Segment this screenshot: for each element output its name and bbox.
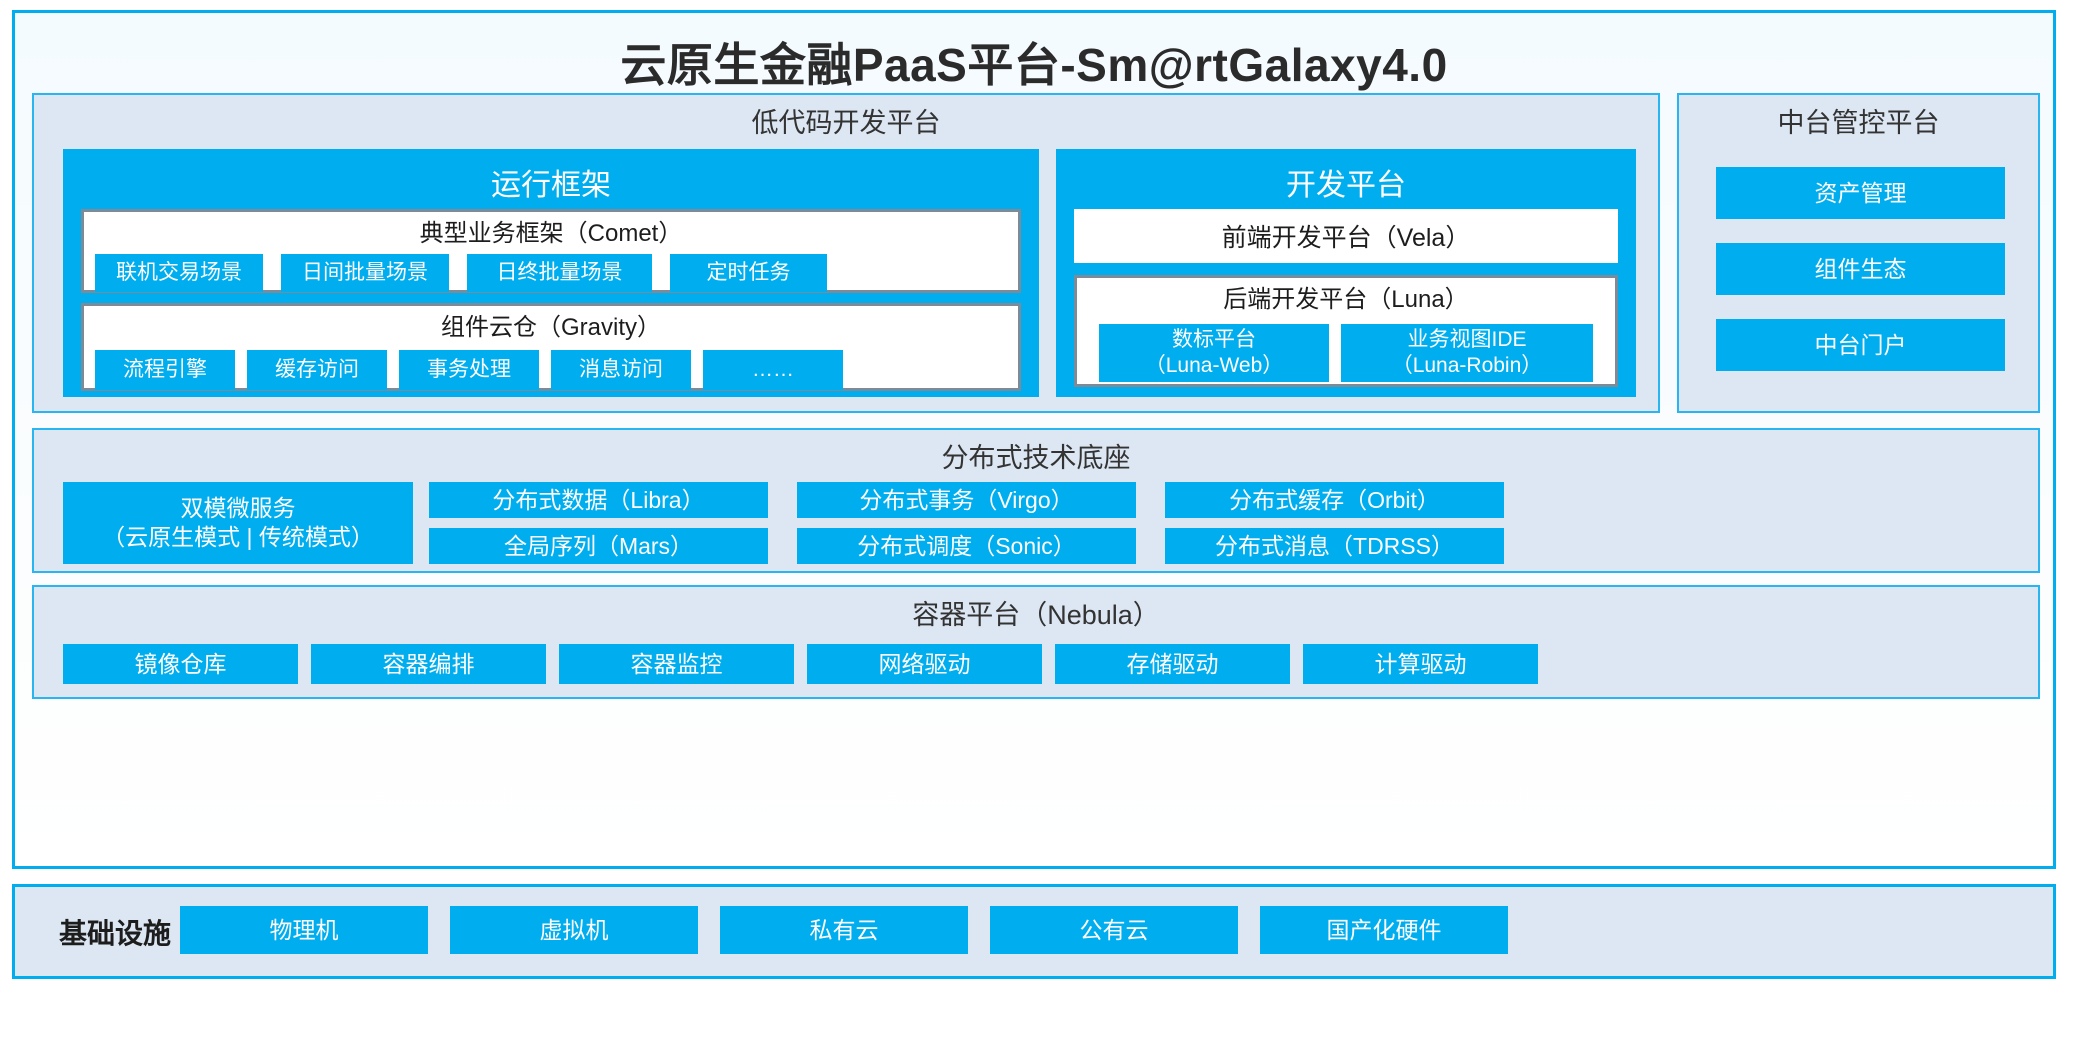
- midplatform-item-label: 中台门户: [1814, 331, 1907, 358]
- comet-item-intraday-batch[interactable]: 日间批量场景: [281, 254, 449, 292]
- midplatform-item-component-ecology[interactable]: 组件生态: [1716, 243, 2005, 295]
- distributed-item-label: 分布式消息（TDRSS）: [1215, 532, 1454, 559]
- midplatform-item-asset-management[interactable]: 资产管理: [1716, 167, 2005, 219]
- infrastructure-item-label: 公有云: [1079, 916, 1149, 943]
- comet-item-online-trade[interactable]: 联机交易场景: [95, 254, 263, 292]
- container-item-label: 网络驱动: [878, 650, 971, 677]
- distributed-item-libra[interactable]: 分布式数据（Libra）: [429, 482, 768, 518]
- backend-item-line1: 数标平台: [1172, 327, 1256, 351]
- frontend-dev-platform-box[interactable]: 前端开发平台（Vela）: [1074, 209, 1618, 263]
- midplatform-panel: 中台管控平台 资产管理 组件生态 中台门户: [1677, 93, 2040, 413]
- platform-main-frame: 云原生金融PaaS平台-Sm@rtGalaxy4.0 低代码开发平台 运行框架 …: [12, 10, 2056, 869]
- container-item-label: 容器监控: [630, 650, 723, 677]
- gravity-item-transaction[interactable]: 事务处理: [399, 350, 539, 390]
- distributed-item-virgo[interactable]: 分布式事务（Virgo）: [797, 482, 1136, 518]
- backend-dev-platform-box: 后端开发平台（Luna） 数标平台 （Luna-Web） 业务视图IDE （Lu…: [1074, 275, 1618, 387]
- container-item-label: 存储驱动: [1126, 650, 1219, 677]
- gravity-item-label: 消息访问: [579, 357, 663, 381]
- lowcode-platform-title: 低代码开发平台: [751, 108, 941, 138]
- container-item-label: 计算驱动: [1374, 650, 1467, 677]
- comet-item-label: 日终批量场景: [496, 260, 623, 284]
- distributed-item-orbit[interactable]: 分布式缓存（Orbit）: [1165, 482, 1504, 518]
- container-item-network-driver[interactable]: 网络驱动: [807, 644, 1042, 684]
- container-item-monitoring[interactable]: 容器监控: [559, 644, 794, 684]
- distributed-item-tdrss[interactable]: 分布式消息（TDRSS）: [1165, 528, 1504, 564]
- backend-item-luna-robin[interactable]: 业务视图IDE （Luna-Robin）: [1341, 324, 1593, 382]
- backend-item-luna-web[interactable]: 数标平台 （Luna-Web）: [1099, 324, 1329, 382]
- dual-mode-line1: 双模微服务: [180, 495, 296, 522]
- midplatform-title: 中台管控平台: [1777, 108, 1940, 138]
- infrastructure-item-virtual-machine[interactable]: 虚拟机: [450, 906, 698, 954]
- infrastructure-item-public-cloud[interactable]: 公有云: [990, 906, 1238, 954]
- distributed-item-label: 全局序列（Mars）: [503, 532, 694, 559]
- container-item-compute-driver[interactable]: 计算驱动: [1303, 644, 1538, 684]
- distributed-foundation-title: 分布式技术底座: [941, 443, 1131, 473]
- gravity-title: 组件云仓（Gravity）: [440, 314, 661, 341]
- container-item-orchestration[interactable]: 容器编排: [311, 644, 546, 684]
- gravity-item-label: 流程引擎: [123, 357, 207, 381]
- infrastructure-item-domestic-hardware[interactable]: 国产化硬件: [1260, 906, 1508, 954]
- container-platform-panel: 容器平台（Nebula） 镜像仓库 容器编排 容器监控 网络驱动 存储驱动 计算…: [32, 585, 2040, 699]
- container-item-image-registry[interactable]: 镜像仓库: [63, 644, 298, 684]
- gravity-item-message-access[interactable]: 消息访问: [551, 350, 691, 390]
- distributed-item-label: 分布式缓存（Orbit）: [1229, 486, 1440, 513]
- comet-item-label: 日间批量场景: [302, 260, 428, 284]
- midplatform-item-label: 资产管理: [1814, 179, 1907, 206]
- frontend-dev-platform-label: 前端开发平台（Vela）: [1221, 224, 1471, 252]
- gravity-item-more[interactable]: ……: [703, 350, 843, 390]
- infrastructure-label: 基础设施: [59, 917, 172, 949]
- backend-item-line2: （Luna-Robin）: [1391, 354, 1543, 377]
- container-item-storage-driver[interactable]: 存储驱动: [1055, 644, 1290, 684]
- lowcode-platform-panel: 低代码开发平台 运行框架 典型业务框架（Comet） 联机交易场景 日间批量场景…: [32, 93, 1660, 413]
- gravity-item-process-engine[interactable]: 流程引擎: [95, 350, 235, 390]
- container-item-label: 镜像仓库: [134, 650, 227, 677]
- comet-item-label: 联机交易场景: [116, 260, 242, 284]
- backend-dev-platform-title: 后端开发平台（Luna）: [1223, 286, 1469, 313]
- infrastructure-item-label: 物理机: [269, 916, 339, 943]
- gravity-item-label: ……: [752, 357, 794, 381]
- comet-box: 典型业务框架（Comet） 联机交易场景 日间批量场景 日终批量场景 定时任务: [81, 209, 1021, 293]
- distributed-item-label: 分布式数据（Libra）: [492, 486, 705, 513]
- comet-title: 典型业务框架（Comet）: [419, 220, 683, 247]
- infrastructure-item-physical-machine[interactable]: 物理机: [180, 906, 428, 954]
- comet-item-eod-batch[interactable]: 日终批量场景: [467, 254, 652, 292]
- runtime-framework-title: 运行框架: [491, 169, 611, 202]
- dev-platform-title: 开发平台: [1286, 169, 1406, 202]
- midplatform-item-portal[interactable]: 中台门户: [1716, 319, 2005, 371]
- dual-mode-line2: （云原生模式 | 传统模式）: [102, 524, 374, 550]
- gravity-item-cache-access[interactable]: 缓存访问: [247, 350, 387, 390]
- backend-item-line2: （Luna-Web）: [1144, 354, 1284, 377]
- midplatform-item-label: 组件生态: [1814, 255, 1907, 282]
- infrastructure-panel: 基础设施 物理机 虚拟机 私有云 公有云 国产化硬件: [12, 884, 2056, 979]
- distributed-item-sonic[interactable]: 分布式调度（Sonic）: [797, 528, 1136, 564]
- page-title: 云原生金融PaaS平台-Sm@rtGalaxy4.0: [620, 39, 1448, 91]
- dual-mode-microservice-card[interactable]: 双模微服务 （云原生模式 | 传统模式）: [63, 482, 413, 564]
- container-item-label: 容器编排: [382, 650, 475, 677]
- gravity-item-label: 缓存访问: [275, 357, 359, 381]
- dev-platform-card: 开发平台 前端开发平台（Vela） 后端开发平台（Luna） 数标平台 （Lun…: [1056, 149, 1636, 397]
- infrastructure-item-label: 国产化硬件: [1326, 916, 1442, 943]
- distributed-item-mars[interactable]: 全局序列（Mars）: [429, 528, 768, 564]
- gravity-box: 组件云仓（Gravity） 流程引擎 缓存访问 事务处理 消息访问 ……: [81, 303, 1021, 391]
- infrastructure-item-label: 私有云: [809, 916, 879, 943]
- container-platform-title: 容器平台（Nebula）: [912, 600, 1160, 630]
- runtime-framework-card: 运行框架 典型业务框架（Comet） 联机交易场景 日间批量场景 日终批量场景 …: [63, 149, 1039, 397]
- comet-item-scheduled-task[interactable]: 定时任务: [670, 254, 827, 292]
- backend-item-line1: 业务视图IDE: [1407, 327, 1527, 351]
- comet-item-label: 定时任务: [706, 260, 791, 284]
- distributed-foundation-panel: 分布式技术底座 双模微服务 （云原生模式 | 传统模式） 分布式数据（Libra…: [32, 428, 2040, 573]
- gravity-item-label: 事务处理: [427, 357, 511, 381]
- infrastructure-item-private-cloud[interactable]: 私有云: [720, 906, 968, 954]
- infrastructure-item-label: 虚拟机: [539, 916, 609, 943]
- distributed-item-label: 分布式事务（Virgo）: [859, 486, 1074, 513]
- distributed-item-label: 分布式调度（Sonic）: [857, 532, 1076, 559]
